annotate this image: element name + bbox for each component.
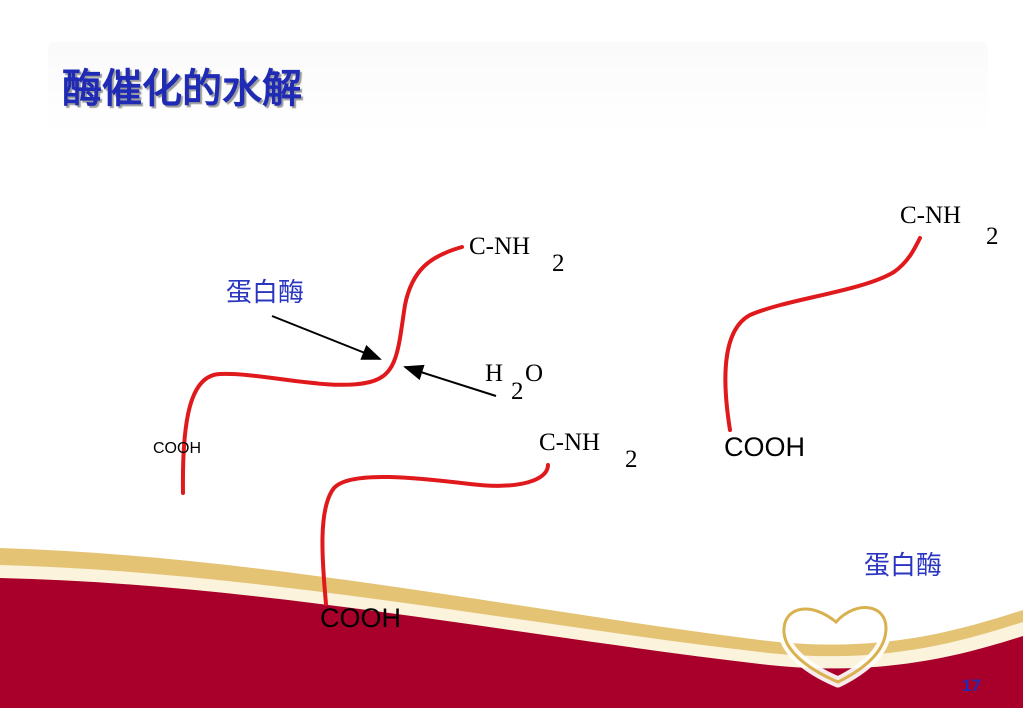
water-label-o: O	[525, 360, 544, 387]
enzyme-label-right: 蛋白酶	[864, 551, 943, 581]
amine-label-lower: C-NH	[539, 429, 601, 456]
enzyme-arrow	[271, 315, 382, 360]
slide-title: 酶催化的水解	[62, 66, 302, 112]
peptide-chain-intact	[180, 245, 464, 495]
water-label-h: H	[485, 360, 504, 387]
banner-red	[0, 578, 1023, 708]
water-arrow	[403, 364, 497, 397]
amine-subscript-intact: 2	[552, 250, 565, 277]
amine-label-intact: C-NH	[469, 233, 531, 260]
amine-label-right: C-NH	[900, 202, 962, 229]
water-subscript: 2	[511, 378, 524, 405]
carboxyl-label-middle: COOH	[320, 603, 401, 633]
heart-icon-outline	[782, 606, 888, 684]
peptide-fragment-right	[723, 236, 922, 432]
enzyme-label-left: 蛋白酶	[226, 278, 305, 308]
amine-subscript-right: 2	[986, 223, 999, 250]
title-panel	[48, 42, 988, 138]
carboxyl-label-left: COOH	[153, 440, 201, 457]
amine-subscript-lower: 2	[625, 446, 638, 473]
page-number: 17	[962, 676, 981, 695]
carboxyl-label-right: COOH	[724, 432, 805, 462]
peptide-fragment-lower	[320, 463, 550, 606]
